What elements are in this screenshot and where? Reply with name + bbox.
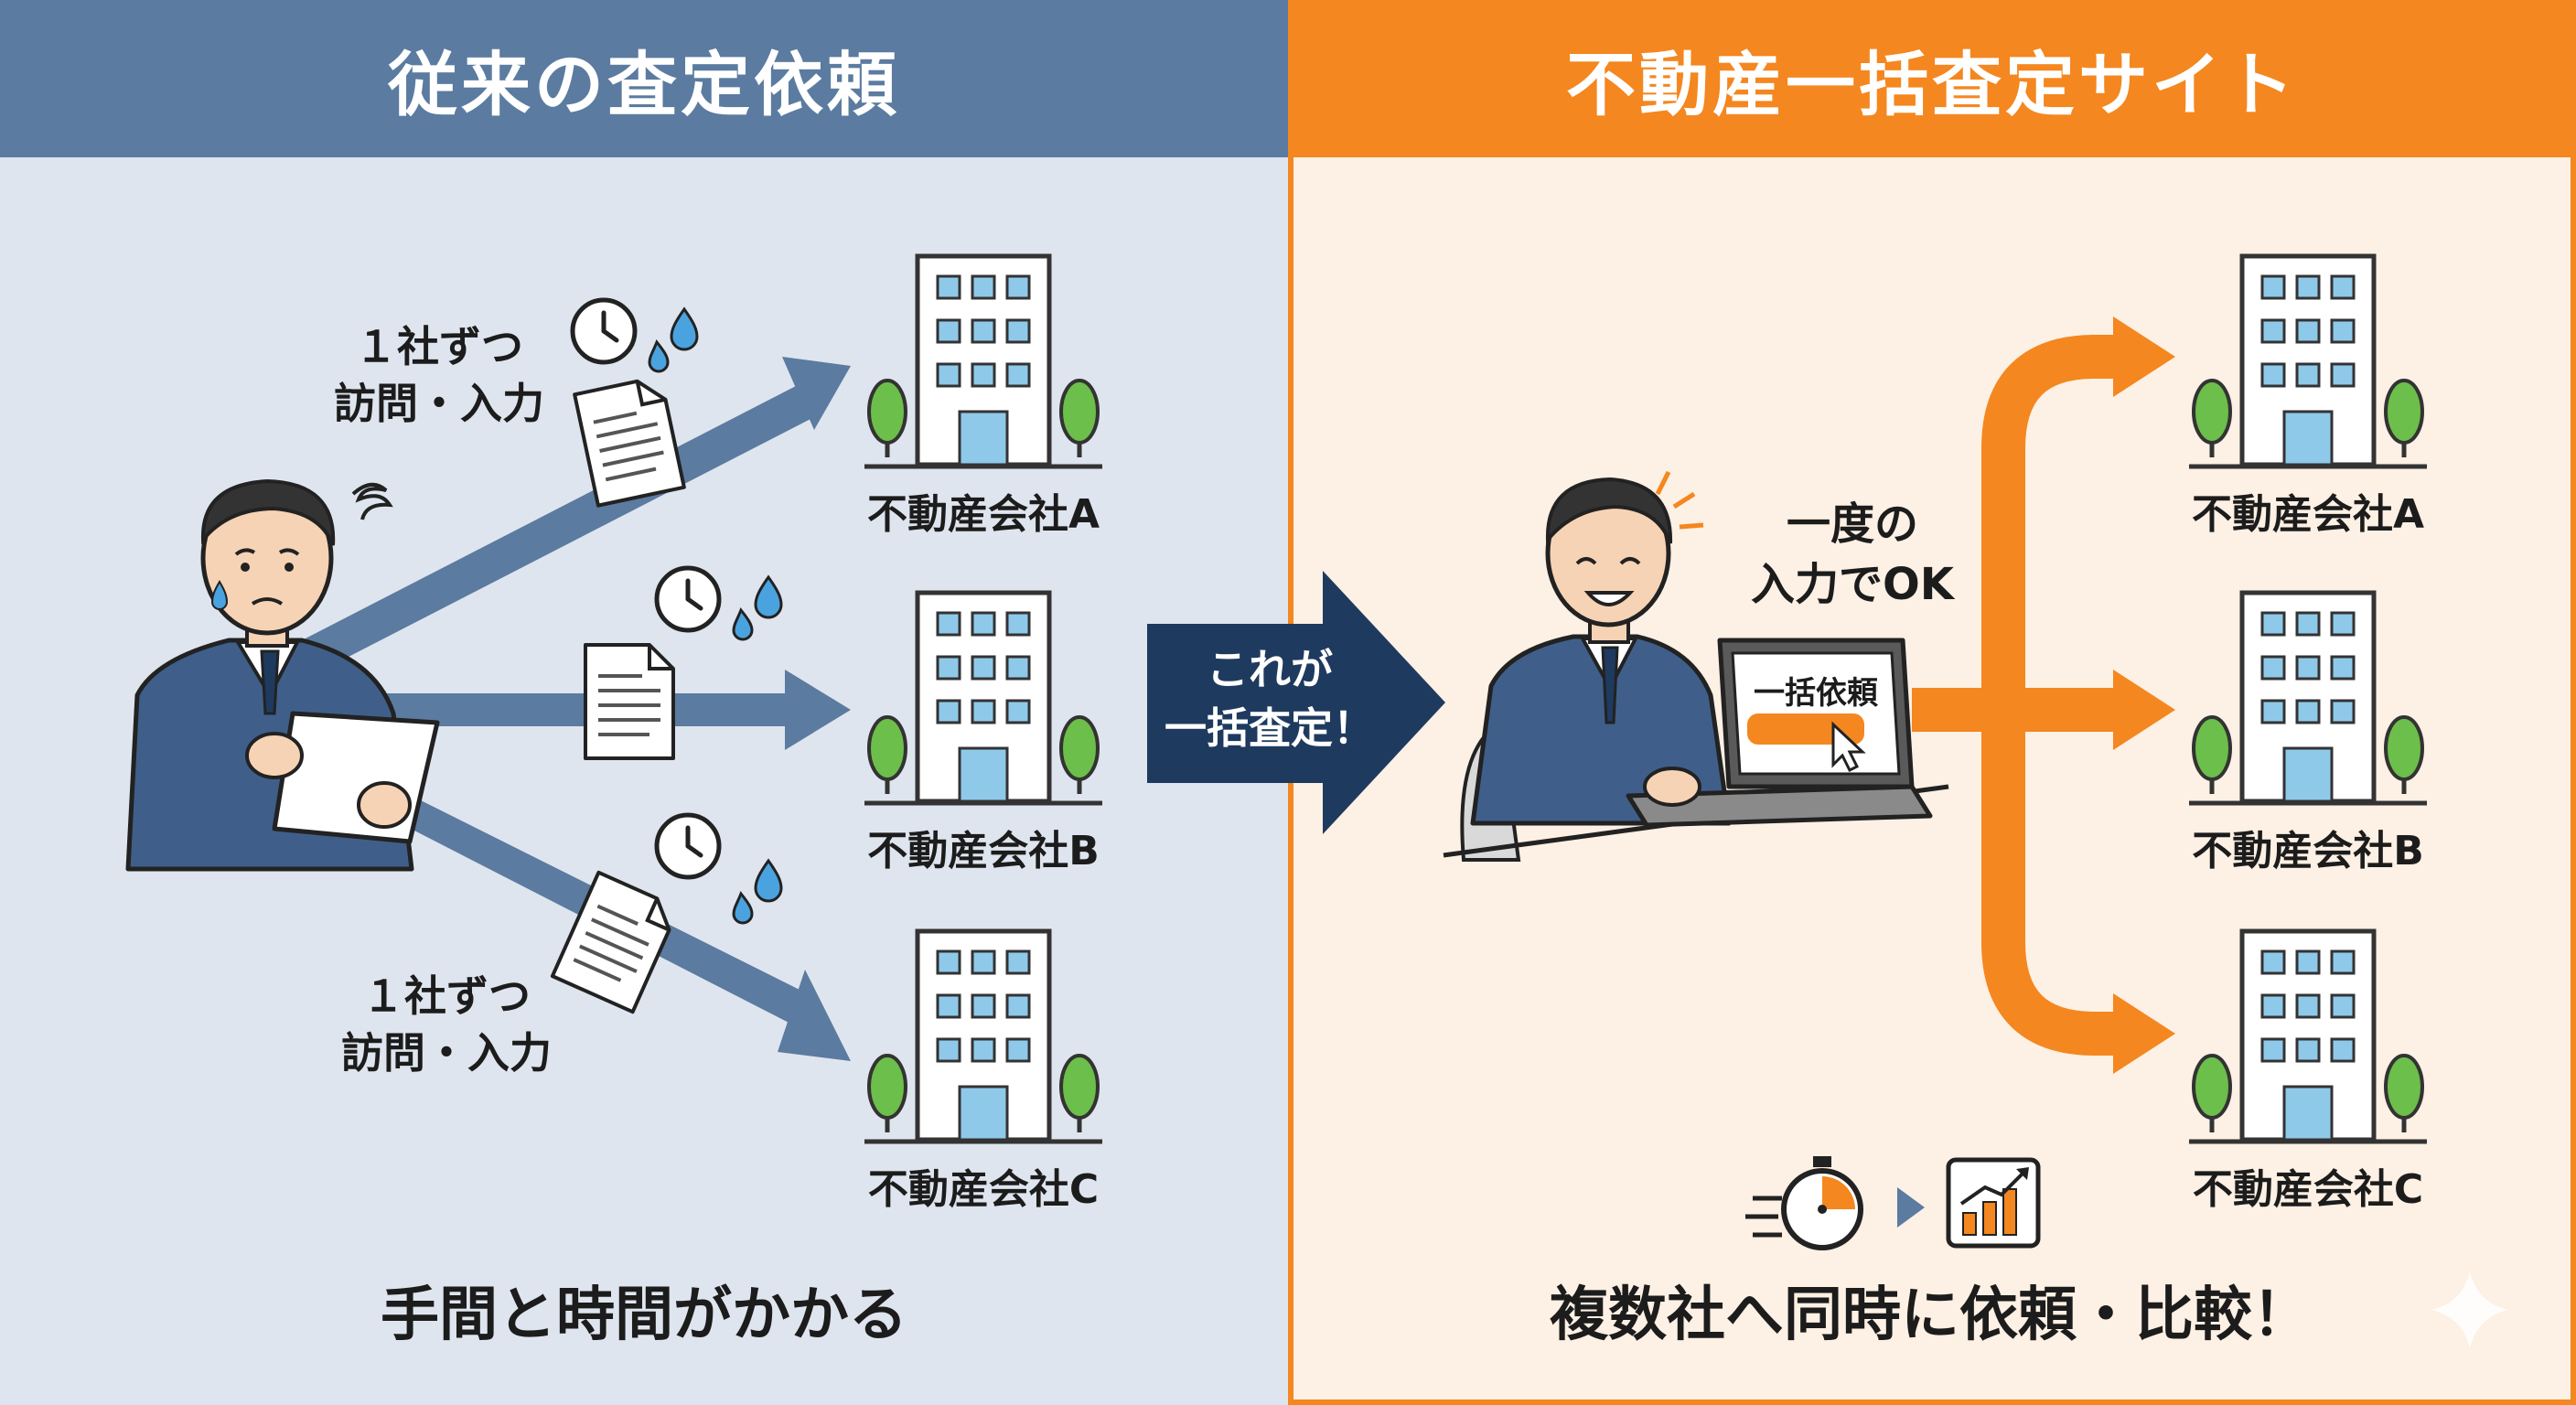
bulk-site-conclusion: 複数社へ同時に依頼・比較！ [1550,1282,2311,1349]
sparkle-icon [2431,1271,2508,1348]
document-icon [584,643,675,760]
document-icon [573,374,686,508]
traditional-conclusion: 手間と時間がかかる [381,1282,907,1349]
step-label-bottom: １社ずつ 訪問・入力 [341,971,552,1078]
bulk-site-title: 不動産一括査定サイト [1288,0,2576,157]
cursor-icon [1831,721,1866,773]
building-icon [2189,931,2427,1142]
building-icon [864,593,1102,803]
sweat-drops-icon [648,307,699,373]
traditional-title: 従来の査定依頼 [0,0,1288,157]
left-company-a-label: 不動産会社A [866,491,1100,538]
left-company-b-label: 不動産会社B [867,828,1100,874]
happy-businessman-illustration [1443,470,1949,862]
right-company-b-label: 不動産会社B [2192,828,2424,874]
right-company-a-label: 不動産会社A [2191,491,2425,538]
building-icon [2189,256,2427,467]
step-label-top: １社ずつ 訪問・入力 [334,322,544,428]
left-company-c-label: 不動産会社C [867,1166,1100,1213]
sweat-drops-icon [732,575,783,641]
worried-businessman-illustration [125,478,440,872]
once-input-label: 一度の 入力でOK [1750,499,1954,610]
bulk-request-button-label: 一括依頼 [1754,675,1878,712]
next-step-triangle [1897,1187,1925,1228]
building-icon [2189,593,2427,803]
right-company-c-label: 不動産会社C [2192,1166,2424,1213]
clock-icon [573,300,635,362]
arrow-to-company-a [302,357,851,671]
arrow-to-company-c [311,750,851,1061]
clock-icon [657,815,719,877]
bulk-assessment-arrow-text: これが 一括査定！ [1165,645,1375,753]
bulk-assessment-arrow [1147,571,1445,834]
building-icon [864,931,1102,1142]
growth-chart-icon [1946,1157,2041,1249]
stopwatch-icon [1745,1156,1863,1250]
branch-arrow [1912,335,2135,1056]
sweat-drops-icon [732,859,783,925]
branch-arrow-heads [2113,316,2175,1074]
building-icon [864,256,1102,467]
clock-icon [657,568,719,630]
